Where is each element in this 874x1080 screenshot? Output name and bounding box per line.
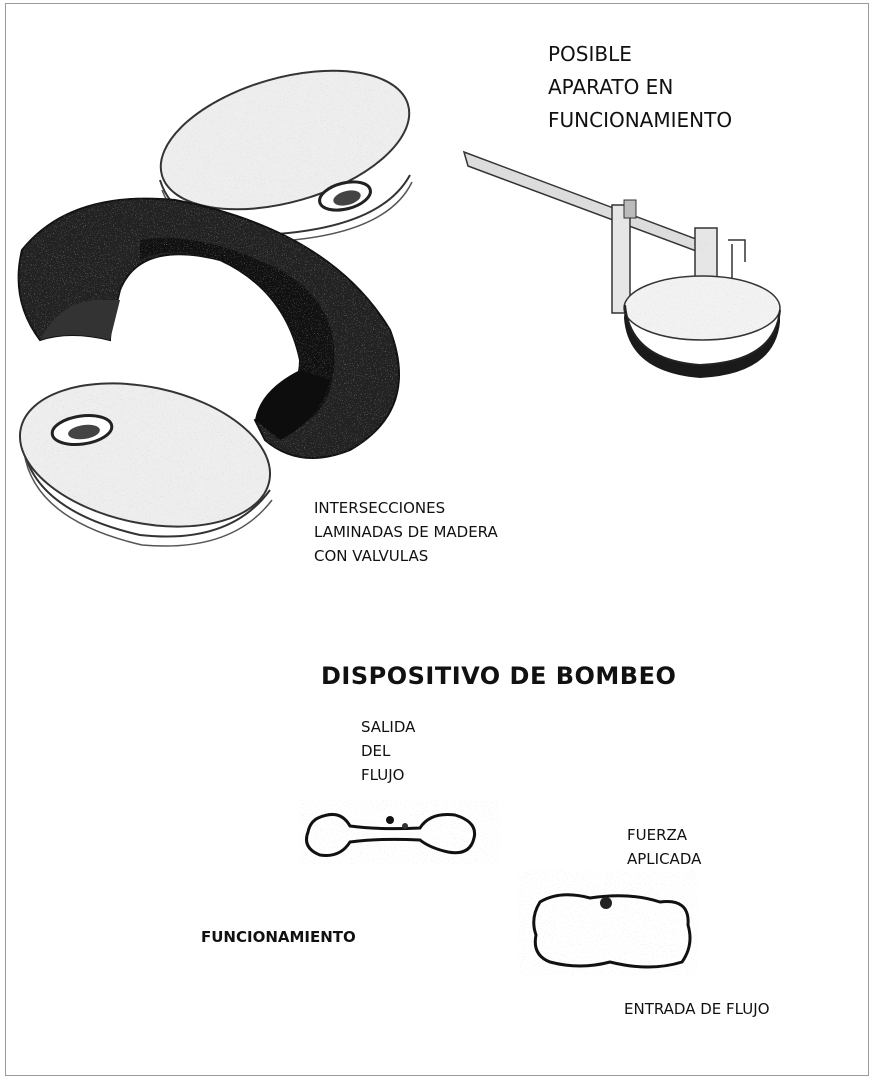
- operation-label: FUNCIONAMIENTO: [201, 928, 356, 946]
- applied-force-label: FUERZA APLICADA: [627, 823, 701, 871]
- inlet-label: ENTRADA DE FLUJO: [624, 1000, 770, 1018]
- pump-device-title: DISPOSITIVO DE BOMBEO: [321, 662, 676, 690]
- expanded-chamber: [518, 870, 698, 975]
- compressed-chamber: [300, 800, 500, 864]
- outlet-label: SALIDA DEL FLUJO: [361, 715, 415, 787]
- lower-disc: [7, 362, 284, 548]
- apparatus-caption: POSIBLE APARATO EN FUNCIONAMIENTO: [548, 38, 732, 137]
- sections-caption: INTERSECCIONES LAMINADAS DE MADERA CON V…: [314, 496, 498, 568]
- pump-apparatus: [464, 152, 780, 378]
